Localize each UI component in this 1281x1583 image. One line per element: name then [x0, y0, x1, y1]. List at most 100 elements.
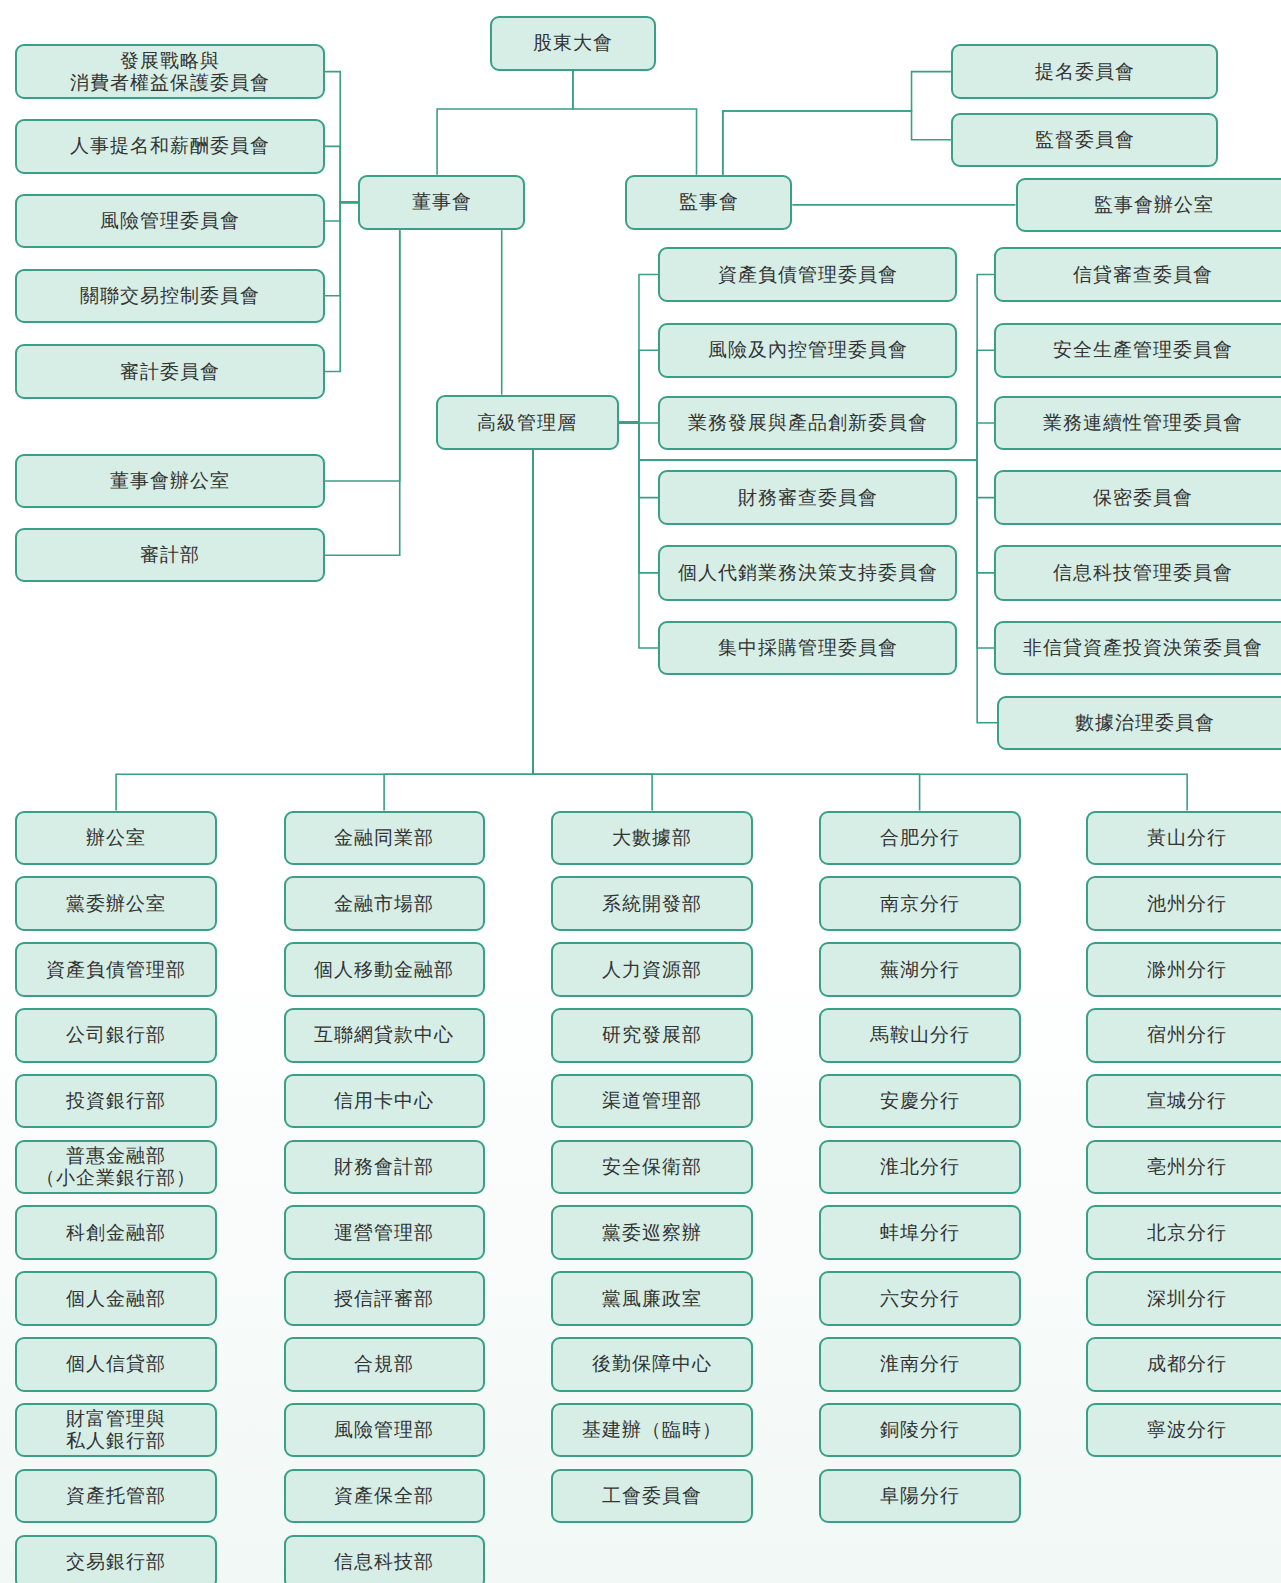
department-box: 投資銀行部 [15, 1074, 217, 1129]
box-label: 大數據部 [612, 827, 692, 849]
box-label: 個人金融部 [66, 1288, 166, 1310]
department-box: 公司銀行部 [15, 1008, 217, 1063]
connector-line [325, 202, 358, 371]
box-label: 集中採購管理委員會 [718, 637, 898, 659]
root-box: 股東大會 [490, 16, 657, 71]
branch-box: 安慶分行 [819, 1074, 1021, 1129]
office-box: 董事會辦公室 [15, 454, 325, 508]
committee-box: 個人代銷業務決策支持委員會 [658, 545, 957, 601]
branch-box: 銅陵分行 [819, 1403, 1021, 1458]
box-label: 北京分行 [1147, 1222, 1227, 1244]
box-label: 蚌埠分行 [880, 1222, 960, 1244]
box-label: 黨委巡察辦 [602, 1222, 702, 1244]
box-label: 財務審查委員會 [738, 487, 878, 509]
department-box: 安全保衛部 [551, 1140, 753, 1195]
box-label: 宣城分行 [1147, 1090, 1227, 1112]
box-label: 淮北分行 [880, 1156, 960, 1178]
branch-box: 亳州分行 [1086, 1140, 1281, 1195]
branch-box: 合肥分行 [819, 811, 1021, 866]
box-label: 監督委員會 [1035, 129, 1135, 151]
committee-box: 數據治理委員會 [997, 696, 1281, 751]
box-label: 寧波分行 [1147, 1419, 1227, 1441]
committee-box: 風險管理委員會 [15, 194, 325, 249]
department-box: 授信評審部 [284, 1271, 485, 1326]
box-label: 黃山分行 [1147, 827, 1227, 849]
box-label: 資產保全部 [334, 1485, 434, 1507]
box-label: 公司銀行部 [66, 1024, 166, 1046]
box-label: 資產負債管理委員會 [718, 264, 898, 286]
box-label: 關聯交易控制委員會 [80, 285, 260, 307]
connector-line [723, 72, 951, 175]
committee-box: 信貸審查委員會 [994, 247, 1281, 302]
office-box: 監事會辦公室 [1016, 178, 1281, 233]
connector-line [533, 450, 652, 810]
box-label: 業務發展與產品創新委員會 [688, 412, 928, 434]
branch-box: 蕪湖分行 [819, 942, 1021, 997]
connector-line [325, 72, 358, 203]
box-label: 股東大會 [533, 32, 613, 54]
box-label: 六安分行 [880, 1288, 960, 1310]
department-box: 資產保全部 [284, 1469, 485, 1524]
committee-box: 人事提名和薪酬委員會 [15, 119, 325, 174]
committee-box: 監督委員會 [951, 113, 1219, 167]
connector-line [619, 275, 995, 461]
department-box: 合規部 [284, 1337, 485, 1392]
department-box: 資產負債管理部 [15, 942, 217, 997]
box-label: 互聯網貸款中心 [314, 1024, 454, 1046]
branch-box: 馬鞍山分行 [819, 1008, 1021, 1063]
box-label: 人事提名和薪酬委員會 [70, 135, 270, 157]
box-label: 資產托管部 [66, 1485, 166, 1507]
department-box: 資產托管部 [15, 1469, 217, 1524]
department-box: 審計部 [15, 528, 325, 583]
box-label: 科創金融部 [66, 1222, 166, 1244]
connector-line [325, 202, 358, 295]
box-label: 審計委員會 [120, 361, 220, 383]
connector-line [792, 204, 1015, 206]
box-label: 審計部 [140, 544, 200, 566]
box-label: 信用卡中心 [334, 1090, 434, 1112]
department-box: 科創金融部 [15, 1205, 217, 1260]
branch-box: 蚌埠分行 [819, 1205, 1021, 1260]
box-label: 交易銀行部 [66, 1551, 166, 1573]
department-box: 辦公室 [15, 811, 217, 866]
connector-line [384, 450, 533, 810]
branch-box: 阜陽分行 [819, 1469, 1021, 1524]
branch-box: 深圳分行 [1086, 1271, 1281, 1326]
box-label: 淮南分行 [880, 1353, 960, 1375]
box-label: 安全生產管理委員會 [1053, 339, 1233, 361]
committee-box: 財務審查委員會 [658, 470, 957, 525]
box-label: 風險管理委員會 [100, 210, 240, 232]
department-box: 黨委巡察辦 [551, 1205, 753, 1260]
connector-line [437, 71, 573, 175]
department-box: 信息科技部 [284, 1535, 485, 1583]
department-box: 人力資源部 [551, 942, 753, 997]
box-label: 財務會計部 [334, 1156, 434, 1178]
box-label: 工會委員會 [602, 1485, 702, 1507]
connector-line [619, 422, 995, 648]
box-label: 辦公室 [86, 827, 146, 849]
box-label: 風險及內控管理委員會 [708, 339, 908, 361]
department-box: 信用卡中心 [284, 1074, 485, 1129]
box-label: 普惠金融部 （小企業銀行部） [30, 1145, 202, 1189]
committee-box: 保密委員會 [994, 470, 1281, 525]
box-label: 系統開發部 [602, 893, 702, 915]
box-label: 信貸審查委員會 [1073, 264, 1213, 286]
box-label: 個人移動金融部 [314, 959, 454, 981]
box-label: 人力資源部 [602, 959, 702, 981]
box-label: 池州分行 [1147, 893, 1227, 915]
department-box: 大數據部 [551, 811, 753, 866]
connector-line [501, 230, 503, 395]
box-label: 研究發展部 [602, 1024, 702, 1046]
committee-box: 發展戰略與 消費者權益保護委員會 [15, 44, 325, 99]
committee-box: 業務發展與產品創新委員會 [658, 396, 957, 451]
committee-box: 業務連續性管理委員會 [994, 396, 1281, 451]
department-box: 運營管理部 [284, 1205, 485, 1260]
department-box: 財務會計部 [284, 1140, 485, 1195]
department-box: 金融同業部 [284, 811, 485, 866]
department-box: 研究發展部 [551, 1008, 753, 1063]
connector-line [619, 350, 658, 422]
connector-line [325, 202, 358, 221]
box-label: 保密委員會 [1093, 487, 1193, 509]
connector-line [325, 230, 400, 481]
